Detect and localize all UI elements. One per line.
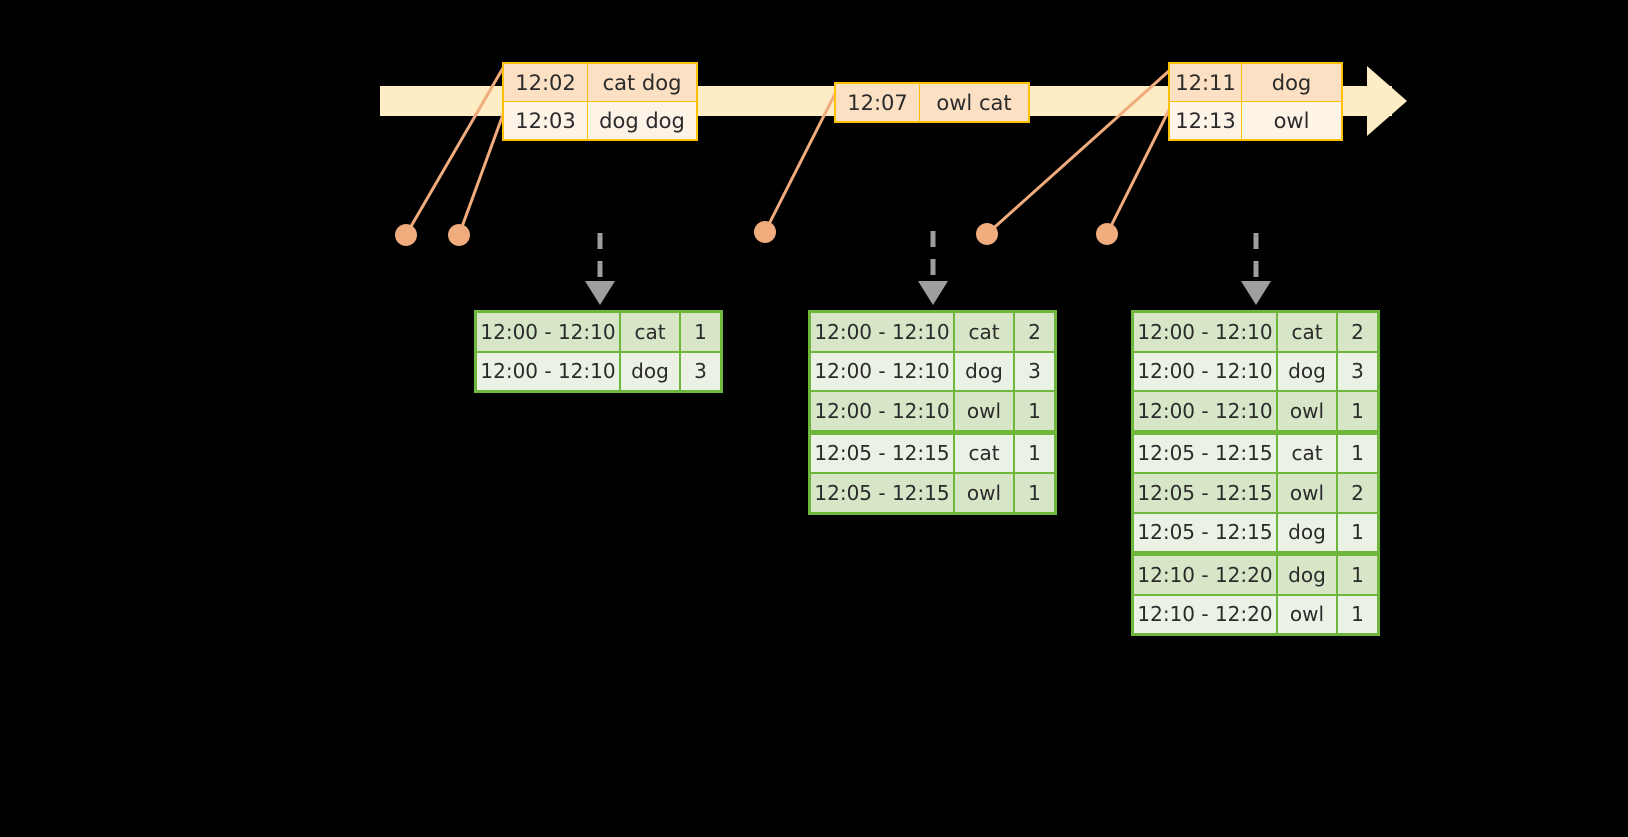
window-cell: 12:00 - 12:10 xyxy=(1134,392,1278,430)
count-cell: 3 xyxy=(681,352,720,390)
event-timestamp: 12:13 xyxy=(1170,102,1242,139)
count-cell: 1 xyxy=(1015,474,1054,512)
event-timestamp: 12:03 xyxy=(504,102,588,139)
key-cell: cat xyxy=(1278,313,1338,351)
count-cell: 1 xyxy=(681,313,720,351)
window-cell: 12:00 - 12:10 xyxy=(477,352,621,390)
count-cell: 1 xyxy=(1015,392,1054,430)
window-cell: 12:10 - 12:20 xyxy=(1134,556,1278,594)
flow-arrow-head-icon xyxy=(1241,281,1271,305)
connector-dot xyxy=(976,223,998,245)
event-words: owl cat xyxy=(920,84,1028,121)
window-cell: 12:05 - 12:15 xyxy=(1134,434,1278,472)
window-cell: 12:10 - 12:20 xyxy=(1134,595,1278,633)
event-timestamp: 12:07 xyxy=(836,84,920,121)
count-cell: 1 xyxy=(1338,434,1377,472)
window-cell: 12:00 - 12:10 xyxy=(811,392,955,430)
event-words: owl xyxy=(1242,102,1341,139)
key-cell: owl xyxy=(1278,392,1338,430)
key-cell: dog xyxy=(1278,556,1338,594)
window-cell: 12:05 - 12:15 xyxy=(811,434,955,472)
count-cell: 1 xyxy=(1015,434,1054,472)
timeline-arrowhead-icon xyxy=(1367,66,1407,136)
window-cell: 12:05 - 12:15 xyxy=(811,474,955,512)
key-cell: owl xyxy=(1278,595,1338,633)
event-words: dog dog xyxy=(588,102,696,139)
window-cell: 12:05 - 12:15 xyxy=(1134,513,1278,551)
key-cell: dog xyxy=(955,352,1015,390)
event-timestamp: 12:02 xyxy=(504,64,588,101)
count-cell: 2 xyxy=(1015,313,1054,351)
window-cell: 12:00 - 12:10 xyxy=(477,313,621,351)
key-cell: dog xyxy=(1278,513,1338,551)
key-cell: dog xyxy=(621,352,681,390)
count-cell: 2 xyxy=(1338,313,1377,351)
connector-line xyxy=(1105,103,1174,235)
window-cell: 12:00 - 12:10 xyxy=(811,352,955,390)
window-cell: 12:00 - 12:10 xyxy=(1134,313,1278,351)
connector-dot xyxy=(395,224,417,246)
count-cell: 2 xyxy=(1338,474,1377,512)
event-words: dog xyxy=(1242,64,1341,101)
key-cell: owl xyxy=(1278,474,1338,512)
key-cell: owl xyxy=(955,392,1015,430)
connector-dots xyxy=(395,221,1118,246)
key-cell: cat xyxy=(955,434,1015,472)
flow-arrow-head-icon xyxy=(585,281,615,305)
window-cell: 12:05 - 12:15 xyxy=(1134,474,1278,512)
key-cell: cat xyxy=(955,313,1015,351)
key-cell: cat xyxy=(1278,434,1338,472)
key-cell: cat xyxy=(621,313,681,351)
window-cell: 12:00 - 12:10 xyxy=(1134,352,1278,390)
connector-dot xyxy=(754,221,776,243)
connector-dot xyxy=(448,224,470,246)
connector-dot xyxy=(1096,223,1118,245)
count-cell: 3 xyxy=(1015,352,1054,390)
flow-arrow-head-icon xyxy=(918,281,948,305)
event-timestamp: 12:11 xyxy=(1170,64,1242,101)
event-words: cat dog xyxy=(588,64,696,101)
flow-arrows xyxy=(585,231,1271,305)
count-cell: 1 xyxy=(1338,595,1377,633)
count-cell: 3 xyxy=(1338,352,1377,390)
count-cell: 1 xyxy=(1338,556,1377,594)
count-cell: 1 xyxy=(1338,513,1377,551)
count-cell: 1 xyxy=(1338,392,1377,430)
key-cell: dog xyxy=(1278,352,1338,390)
key-cell: owl xyxy=(955,474,1015,512)
window-cell: 12:00 - 12:10 xyxy=(811,313,955,351)
